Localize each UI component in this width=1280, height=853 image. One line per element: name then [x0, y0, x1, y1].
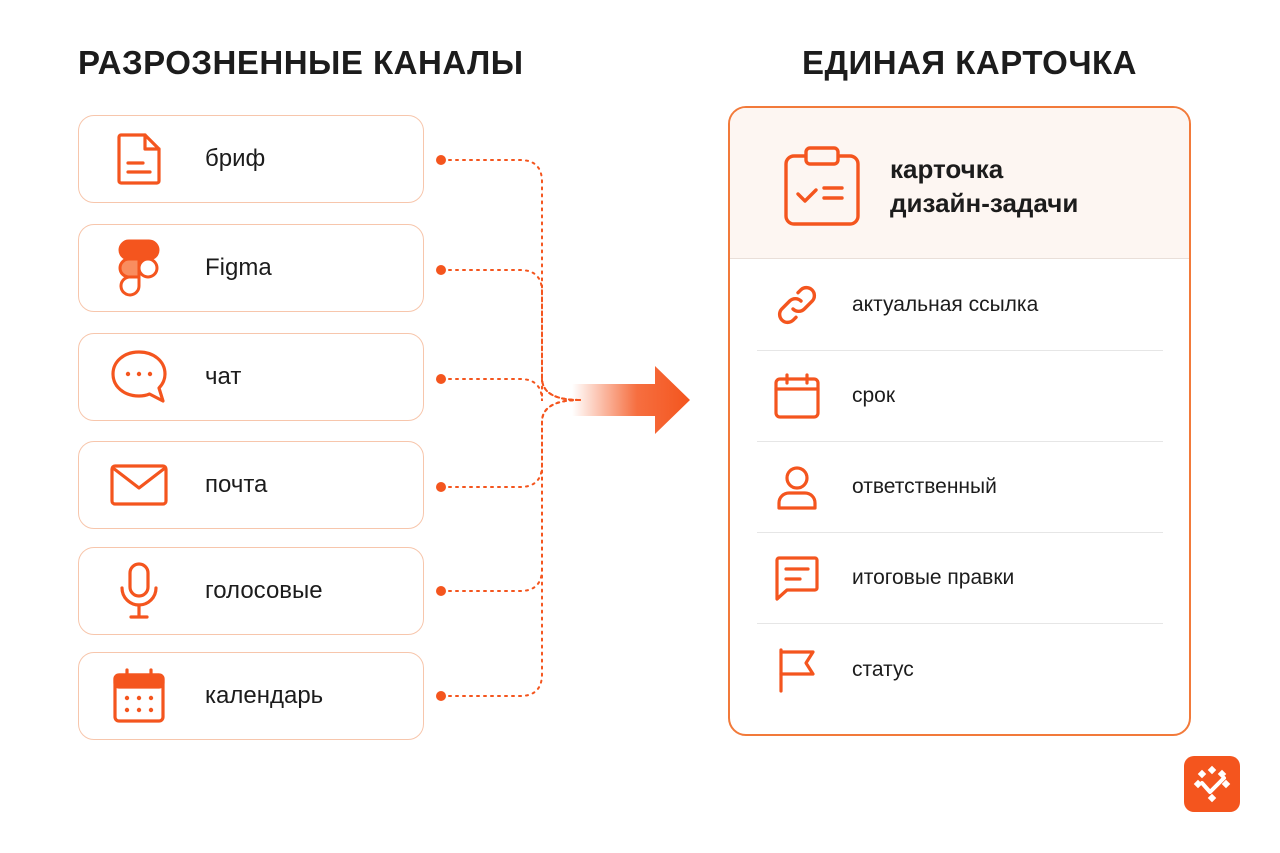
connector-line [448, 159, 581, 401]
field-actual-link: актуальная ссылка [757, 260, 1163, 351]
figma-icon [109, 238, 169, 298]
microphone-icon [109, 561, 169, 621]
card-title-line1: карточка [890, 154, 1004, 184]
brand-logo [1184, 756, 1240, 812]
connector-dot [436, 374, 446, 384]
flag-icon [773, 646, 821, 694]
document-icon [109, 129, 169, 189]
chat-bubble-icon [109, 347, 169, 407]
design-task-card: карточка дизайн-задачи актуальная ссылка… [728, 106, 1191, 736]
connector-dot [436, 586, 446, 596]
field-final-edits: итоговые правки [757, 533, 1163, 624]
channel-label: почта [205, 471, 268, 498]
field-label: актуальная ссылка [852, 293, 1039, 316]
field-label: срок [852, 384, 896, 407]
field-deadline: срок [757, 351, 1163, 442]
connector-dot [436, 155, 446, 165]
channel-brief: бриф [78, 115, 424, 203]
calendar-icon [773, 372, 821, 420]
connector-dot [436, 482, 446, 492]
channel-label: бриф [205, 145, 266, 172]
connector-dot [436, 691, 446, 701]
comment-icon [773, 554, 821, 602]
channel-label: чат [205, 363, 242, 390]
clipboard-check-icon [780, 144, 864, 228]
field-responsible: ответственный [757, 442, 1163, 533]
envelope-icon [109, 455, 169, 515]
card-title-line2: дизайн-задачи [890, 188, 1079, 218]
channel-figma: Figma [78, 224, 424, 312]
logo-mark-icon [1193, 765, 1231, 803]
channel-chat: чат [78, 333, 424, 421]
card-header: карточка дизайн-задачи [730, 108, 1189, 259]
channel-calendar: календарь [78, 652, 424, 740]
field-status: статус [757, 624, 1163, 715]
channel-label: календарь [205, 682, 324, 709]
channel-mail: почта [78, 441, 424, 529]
field-label: ответственный [852, 475, 997, 498]
link-icon [773, 281, 821, 329]
channel-label: голосовые [205, 577, 323, 604]
person-icon [773, 463, 821, 511]
field-label: статус [852, 657, 914, 681]
card-title: карточка дизайн-задачи [890, 152, 1078, 220]
connector-line [448, 399, 581, 592]
channel-voice: голосовые [78, 547, 424, 635]
heading-single-card: ЕДИНАЯ КАРТОЧКА [802, 44, 1138, 81]
connector-line [448, 399, 581, 488]
channel-label: Figma [205, 254, 272, 281]
connector-line [448, 377, 581, 402]
connector-line [448, 269, 581, 401]
connector-line [448, 399, 581, 697]
merge-arrow [572, 366, 690, 434]
heading-scattered-channels: РАЗРОЗНЕННЫЕ КАНАЛЫ [78, 44, 524, 81]
connector-dot [436, 265, 446, 275]
calendar-icon [109, 666, 169, 726]
field-label: итоговые правки [852, 566, 1015, 589]
